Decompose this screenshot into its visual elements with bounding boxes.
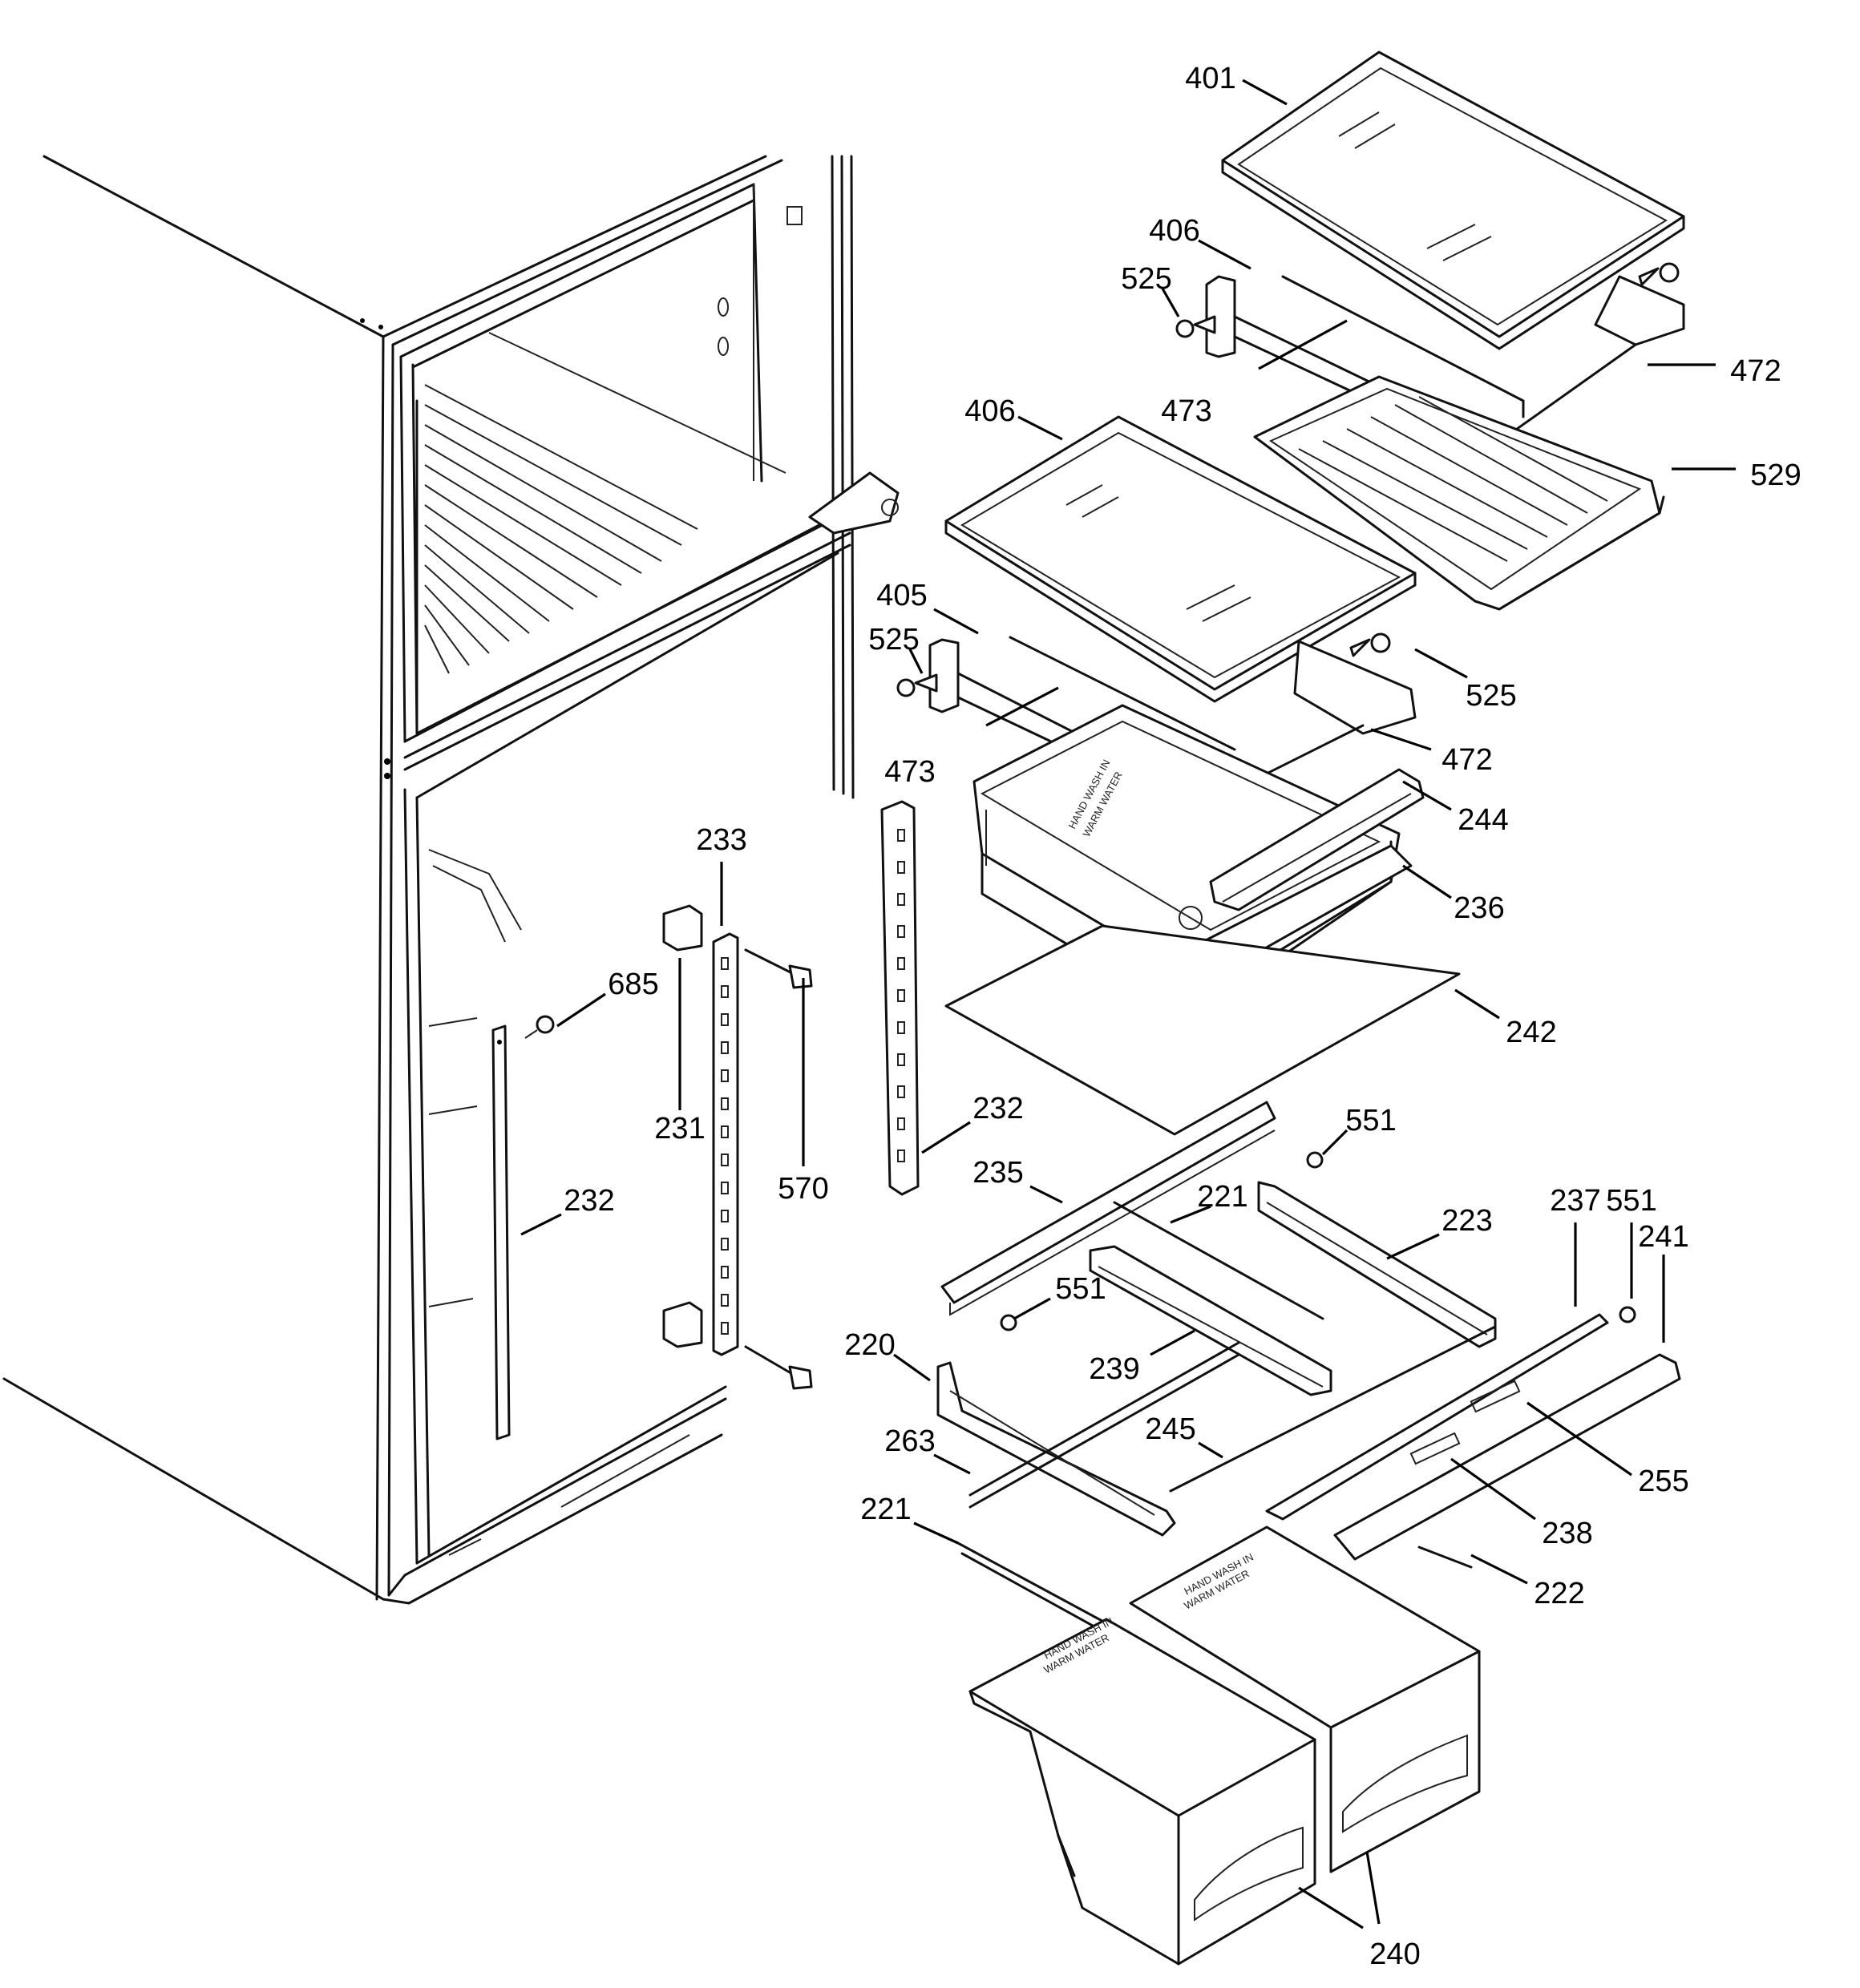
leader-line-extra-0	[1365, 1851, 1381, 1925]
callout-c245: 245	[1145, 1412, 1195, 1446]
callout-c473b: 473	[884, 755, 935, 789]
leader-line-c525a	[1161, 288, 1180, 317]
leader-line-c244	[1402, 780, 1452, 811]
part-232-rail-left	[491, 1024, 511, 1440]
callout-c232a: 232	[972, 1092, 1023, 1125]
callout-c406a: 406	[1149, 214, 1199, 248]
part-220-drawer-front	[936, 1361, 1176, 1537]
part-529-wire-basket	[1253, 375, 1665, 611]
leader-line-c222	[1470, 1554, 1528, 1585]
callout-c472a: 472	[1730, 354, 1781, 388]
part-235-cover-rail	[940, 1101, 1276, 1316]
part-233-shelf-standard	[712, 932, 739, 1356]
leader-line-c472b	[1370, 728, 1432, 751]
callout-layer: 401 406 525 472 473 406 529 405 525 525 473 472 244 2…	[520, 62, 1801, 1971]
leader-line-c525b	[908, 649, 924, 674]
callout-c472b: 472	[1442, 743, 1492, 777]
leader-line-c263	[933, 1453, 971, 1475]
callout-c525c: 525	[1466, 679, 1516, 713]
leader-line-c239	[1150, 1329, 1195, 1356]
leader-line-c551a	[1321, 1129, 1348, 1156]
callout-c551c: 551	[1055, 1272, 1106, 1306]
leader-line-c240	[1298, 1886, 1364, 1929]
callout-c222: 222	[1534, 1577, 1584, 1610]
part-240-crisper-right	[1129, 1525, 1481, 1873]
callout-c240: 240	[1369, 1937, 1420, 1971]
callout-c401: 401	[1185, 62, 1235, 95]
part-263-rod	[968, 1341, 1240, 1509]
leader-line-c525c	[1414, 648, 1468, 679]
part-551-screws	[1000, 1151, 1636, 1331]
callout-c232b: 232	[564, 1184, 614, 1218]
leader-line-c242	[1454, 988, 1500, 1020]
part-239-slide-left	[1089, 1245, 1332, 1396]
leader-line-c406a	[1198, 239, 1251, 270]
part-231-clips	[662, 904, 703, 1348]
part-240-crisper-left	[968, 1618, 1316, 1966]
leader-line-c223	[1386, 1233, 1440, 1260]
part-237-bracket	[1265, 1313, 1609, 1521]
leader-line-c551c	[1013, 1297, 1051, 1320]
refrigerator-cabinet	[2, 155, 900, 1605]
callout-c685: 685	[608, 968, 658, 1001]
callout-c551a: 551	[1345, 1104, 1396, 1137]
callout-c223: 223	[1442, 1204, 1492, 1238]
part-241-cover	[1333, 1353, 1681, 1561]
part-223-slide-right	[1257, 1181, 1497, 1348]
leader-line-c236	[1402, 864, 1452, 899]
part-245-rod	[1169, 1325, 1497, 1493]
callout-c235: 235	[972, 1156, 1023, 1190]
callout-c255: 255	[1638, 1465, 1688, 1498]
part-242-glass-sheet	[944, 924, 1461, 1136]
leader-line-c473a	[1258, 319, 1348, 370]
leader-line-c232a	[921, 1121, 971, 1154]
leader-line-c401	[1242, 79, 1288, 106]
callout-c231: 231	[654, 1112, 705, 1146]
leader-line-c685	[556, 992, 606, 1028]
leader-line-c235	[1029, 1185, 1063, 1204]
callout-c551b: 551	[1606, 1184, 1656, 1218]
callout-c473a: 473	[1161, 394, 1211, 428]
leader-line-c245	[1198, 1441, 1223, 1459]
leader-line-c220	[893, 1353, 931, 1382]
callout-c221b: 221	[860, 1493, 911, 1526]
part-221-rod-upper	[1113, 1201, 1324, 1320]
part-232-rail-right	[880, 800, 920, 1196]
callout-c570: 570	[778, 1172, 828, 1206]
part-244-pan-cover	[1209, 768, 1425, 911]
part-570-screws	[744, 948, 813, 1390]
leader-line-c238	[1450, 1457, 1536, 1521]
part-222-rod	[1417, 1546, 1473, 1569]
part-401-glass-shelf	[1221, 51, 1685, 350]
callout-c406b: 406	[964, 394, 1015, 428]
part-406-glass-shelf	[944, 415, 1417, 703]
callout-c239: 239	[1089, 1352, 1139, 1386]
leader-line-c221b	[913, 1521, 959, 1545]
callout-c236: 236	[1454, 891, 1504, 925]
leader-line-c406b	[1017, 415, 1063, 441]
callout-c529: 529	[1750, 459, 1801, 492]
callout-c263: 263	[884, 1424, 935, 1458]
leader-line-c473b	[985, 686, 1059, 727]
part-685-screw	[524, 1015, 555, 1039]
callout-c237: 237	[1550, 1184, 1600, 1218]
leader-line-c221a	[1170, 1205, 1211, 1224]
leader-line-c405	[933, 608, 979, 635]
callout-c525a: 525	[1121, 262, 1171, 296]
callout-c220: 220	[844, 1328, 895, 1362]
leader-line-c232b	[520, 1213, 562, 1236]
callout-c241: 241	[1638, 1220, 1688, 1254]
callout-c233: 233	[696, 823, 746, 857]
callout-c238: 238	[1542, 1517, 1592, 1550]
callout-c405: 405	[876, 579, 927, 612]
callout-c244: 244	[1458, 803, 1508, 837]
leader-line-c255	[1526, 1401, 1632, 1477]
callout-c221a: 221	[1197, 1180, 1247, 1214]
part-255-238-controls	[1409, 1380, 1521, 1465]
callout-c242: 242	[1506, 1016, 1556, 1049]
callout-c525b: 525	[868, 623, 919, 657]
